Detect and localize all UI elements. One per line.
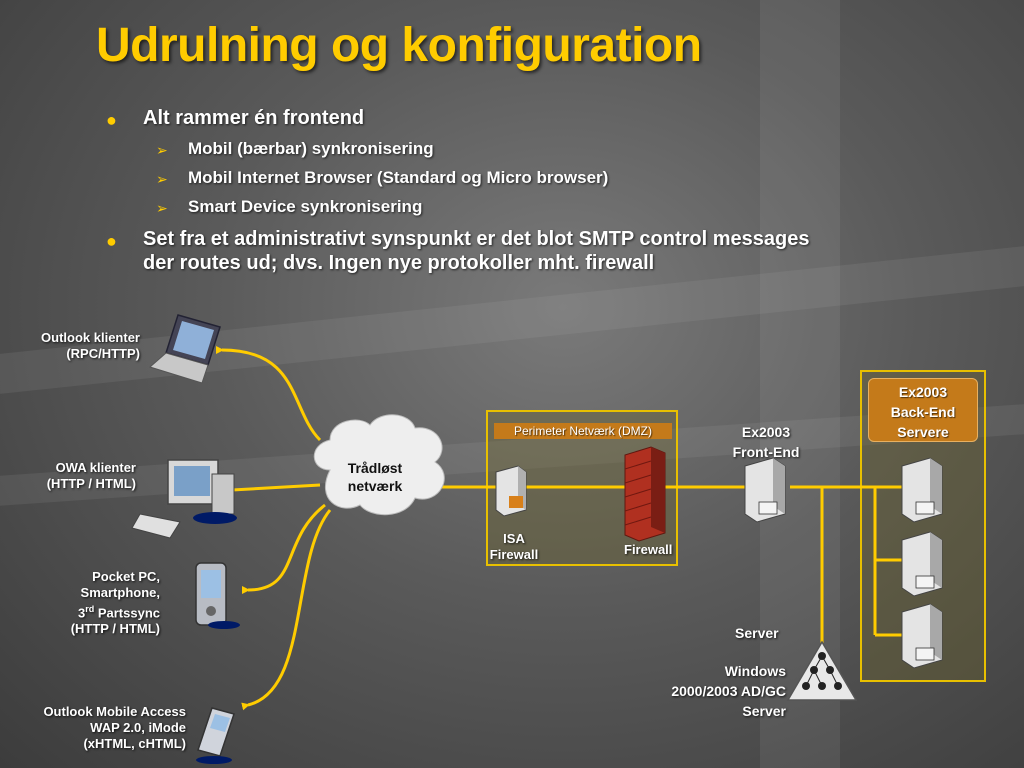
firewall-icon <box>624 446 666 542</box>
link-pocket <box>241 503 326 595</box>
slide-title: Udrulning og konfiguration <box>96 19 702 72</box>
bullet-2-line-1: Set fra et administrativt synspunkt er d… <box>143 228 810 250</box>
sub-bullet-1: Mobil (bærbar) synkronisering <box>188 139 434 158</box>
owa-clients-label: OWA klienter(HTTP / HTML) <box>46 460 136 491</box>
pocket-pc-icon <box>195 562 240 629</box>
backend-server-icon <box>901 603 943 669</box>
cloud-icon <box>313 414 445 516</box>
bullet-1: Alt rammer én frontend <box>143 107 365 129</box>
backend-server-icon <box>901 457 943 523</box>
laptop-icon <box>148 314 221 384</box>
sub-bullet-2: Mobil Internet Browser (Standard og Micr… <box>188 168 609 187</box>
sub-bullet-arrow: ➢ <box>156 200 168 216</box>
background-pillar <box>760 0 840 768</box>
bullet-2-line-2: der routes ud; dvs. Ingen nye protokolle… <box>143 252 655 274</box>
bullet-dot: ● <box>106 110 117 130</box>
server-label: Server <box>735 625 779 641</box>
dmz-label: Perimeter Netværk (DMZ) <box>494 423 672 439</box>
frontend-server-icon <box>744 457 786 523</box>
desktop-pc-icon <box>131 459 237 539</box>
link-owa <box>225 483 321 495</box>
ad-triangle-icon <box>786 640 858 701</box>
pocket-pc-label: Pocket PC, Smartphone, 3rd Partssync (HT… <box>70 569 160 637</box>
backend-server-icon <box>901 531 943 597</box>
mobile-phone-icon <box>196 707 235 764</box>
sub-bullet-arrow: ➢ <box>156 171 168 187</box>
sub-bullet-arrow: ➢ <box>156 142 168 158</box>
link-outlook <box>215 345 322 442</box>
outlook-clients-label: Outlook klienter(RPC/HTTP) <box>41 330 140 361</box>
isa-server-icon <box>495 465 527 517</box>
link-oma <box>241 509 332 711</box>
sub-bullet-3: Smart Device synkronisering <box>188 197 423 216</box>
firewall-label: Firewall <box>624 542 673 557</box>
bullet-dot: ● <box>106 231 117 251</box>
